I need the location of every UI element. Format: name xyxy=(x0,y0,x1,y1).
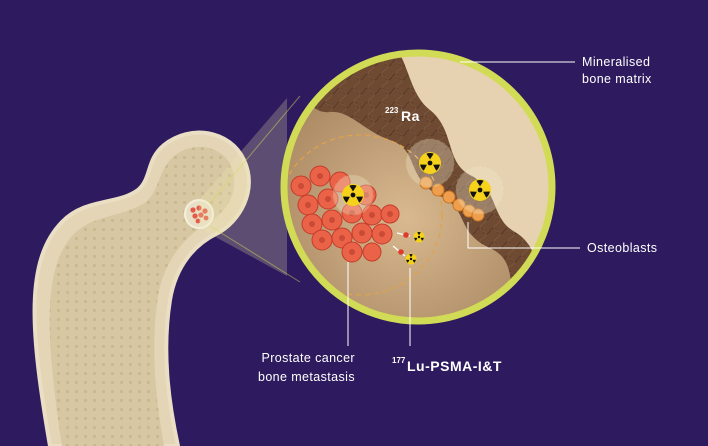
svg-text:Lu-PSMA-I&T: Lu-PSMA-I&T xyxy=(407,358,502,374)
label-radium-223: 223 Ra xyxy=(385,106,420,124)
label-mineralised: Mineralised xyxy=(582,55,650,69)
radiation-icon xyxy=(419,152,441,174)
radiation-icon xyxy=(413,231,425,243)
tumour-cell-cluster xyxy=(290,165,400,263)
label-bone-metastasis: bone metastasis xyxy=(258,370,355,384)
magnified-view xyxy=(280,49,556,325)
osteoblast-row xyxy=(419,176,485,222)
leader-lines xyxy=(347,61,580,346)
label-osteoblasts: Osteoblasts xyxy=(587,241,657,255)
label-prostate-cancer: Prostate cancer xyxy=(261,351,355,365)
radiation-icon xyxy=(405,253,417,265)
radiation-icon xyxy=(469,179,491,201)
label-lu-psma-it: 177 Lu-PSMA-I&T xyxy=(392,356,502,374)
svg-text:223: 223 xyxy=(385,106,399,115)
label-bone-matrix: bone matrix xyxy=(582,72,652,86)
magnification-beam xyxy=(199,98,287,276)
psma-ligand-molecules xyxy=(392,232,411,257)
svg-text:177: 177 xyxy=(392,356,406,365)
metastasis-site-inset xyxy=(184,199,214,229)
svg-text:Ra: Ra xyxy=(401,108,420,124)
radiation-icon xyxy=(342,184,364,206)
